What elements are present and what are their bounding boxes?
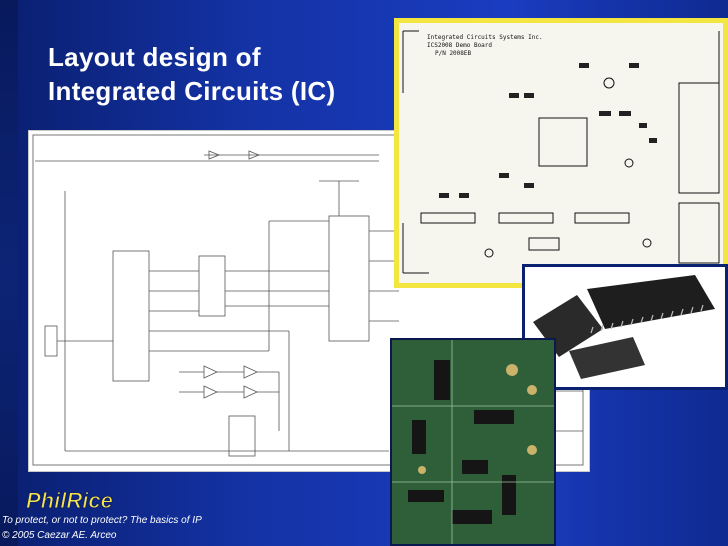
pcb-label-line-2: ICS2008 Demo Board bbox=[427, 42, 492, 49]
circuit-board-photo bbox=[390, 338, 556, 546]
pcb-label-line-3: P/N 2008EB bbox=[435, 50, 472, 57]
title-line-2: Integrated Circuits (IC) bbox=[48, 76, 336, 106]
footer-line-2: © 2005 Caezar AE. Arceo bbox=[2, 530, 117, 541]
logo-text: PhilRice bbox=[26, 488, 113, 513]
footer-line-1: To protect, or not to protect? The basic… bbox=[2, 515, 202, 526]
pcb-layout-image: Integrated Circuits Systems Inc. ICS2008… bbox=[394, 18, 728, 288]
pcb-drawing: Integrated Circuits Systems Inc. ICS2008… bbox=[402, 30, 720, 274]
slide-left-bar bbox=[0, 0, 18, 546]
pcb-label-line-1: Integrated Circuits Systems Inc. bbox=[427, 34, 543, 41]
schematic-drawing bbox=[32, 134, 584, 466]
board-photo-drawing bbox=[392, 340, 554, 544]
slide-title: Layout design of Integrated Circuits (IC… bbox=[48, 40, 408, 108]
chip-photo bbox=[522, 264, 728, 390]
philrice-logo: PhilRice bbox=[26, 488, 114, 514]
title-line-1: Layout design of bbox=[48, 42, 261, 72]
